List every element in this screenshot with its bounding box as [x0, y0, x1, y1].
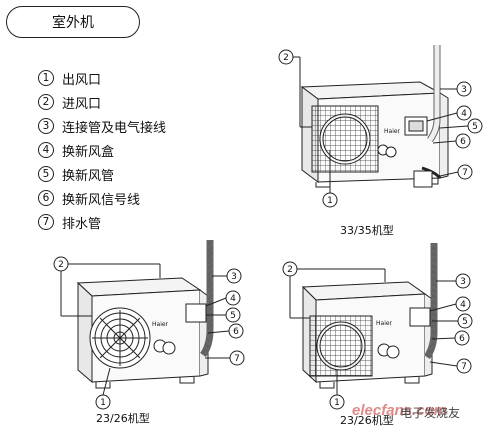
legend-label: 排水管 — [62, 216, 102, 232]
watermark-site: elecfans.com — [352, 402, 448, 419]
callout-numbers-c: 2 1 3 4 5 6 7 — [287, 265, 468, 408]
svg-text:5: 5 — [462, 317, 468, 327]
legend-number: 2 — [38, 94, 54, 110]
svg-text:4: 4 — [230, 294, 236, 304]
svg-text:2: 2 — [287, 265, 293, 275]
svg-text:6: 6 — [460, 137, 466, 147]
unit-23-26-a: Haier — [53, 240, 245, 410]
svg-text:3: 3 — [460, 277, 466, 287]
svg-text:7: 7 — [234, 354, 240, 364]
callout-numbers-a: 2 1 3 456 7 — [283, 53, 478, 206]
page-title: 室外机 — [6, 6, 140, 38]
svg-text:3: 3 — [231, 272, 237, 282]
svg-text:1: 1 — [327, 196, 333, 206]
brand-logo: Haier — [376, 320, 393, 327]
legend-label: 换新风管 — [62, 168, 115, 184]
brand-logo: Haier — [384, 128, 401, 135]
legend-number: 3 — [38, 118, 54, 134]
legend-item: 2 进风口 — [38, 90, 166, 114]
legend-label: 换新风信号线 — [62, 192, 141, 208]
legend-label: 连接管及电气接线 — [62, 120, 167, 136]
svg-text:1: 1 — [334, 398, 340, 408]
legend-item: 7 排水管 — [38, 210, 166, 234]
legend-item: 3 连接管及电气接线 — [38, 114, 166, 138]
caption-23-26-a: 23/26机型 — [96, 411, 150, 425]
svg-text:7: 7 — [462, 168, 468, 178]
caption-23-26-b: 23/26机型 — [340, 413, 394, 427]
legend-item: 5 换新风管 — [38, 162, 166, 186]
svg-text:5: 5 — [472, 122, 478, 132]
watermark-suffix: 电子发烧友 — [400, 406, 461, 420]
unit-33-35: Haier — [278, 45, 483, 208]
legend-number: 5 — [38, 166, 54, 182]
unit-23-26-b: Haier — [282, 243, 473, 410]
svg-text:7: 7 — [461, 362, 467, 372]
svg-text:2: 2 — [58, 260, 64, 270]
legend-number: 4 — [38, 142, 54, 158]
legend-number: 6 — [38, 190, 54, 206]
svg-text:5: 5 — [230, 311, 236, 321]
svg-text:2: 2 — [283, 53, 289, 63]
legend-item: 4 换新风盒 — [38, 138, 166, 162]
legend-label: 出风口 — [62, 72, 102, 88]
svg-text:1: 1 — [100, 398, 106, 408]
legend-item: 6 换新风信号线 — [38, 186, 166, 210]
svg-text:4: 4 — [460, 300, 466, 310]
brand-logo: Haier — [152, 321, 169, 328]
caption-33-35: 33/35机型 — [340, 223, 394, 237]
svg-text:3: 3 — [461, 85, 467, 95]
legend-label: 进风口 — [62, 96, 102, 112]
svg-text:6: 6 — [459, 334, 465, 344]
title-text: 室外机 — [52, 15, 94, 31]
legend-item: 1 出风口 — [38, 66, 166, 90]
svg-text:4: 4 — [461, 109, 467, 119]
svg-text:6: 6 — [233, 327, 239, 337]
legend-number: 1 — [38, 70, 54, 86]
legend-number: 7 — [38, 214, 54, 230]
callout-numbers-b: 2 1 3 4 5 6 7 — [58, 260, 240, 408]
legend-label: 换新风盒 — [62, 144, 115, 160]
